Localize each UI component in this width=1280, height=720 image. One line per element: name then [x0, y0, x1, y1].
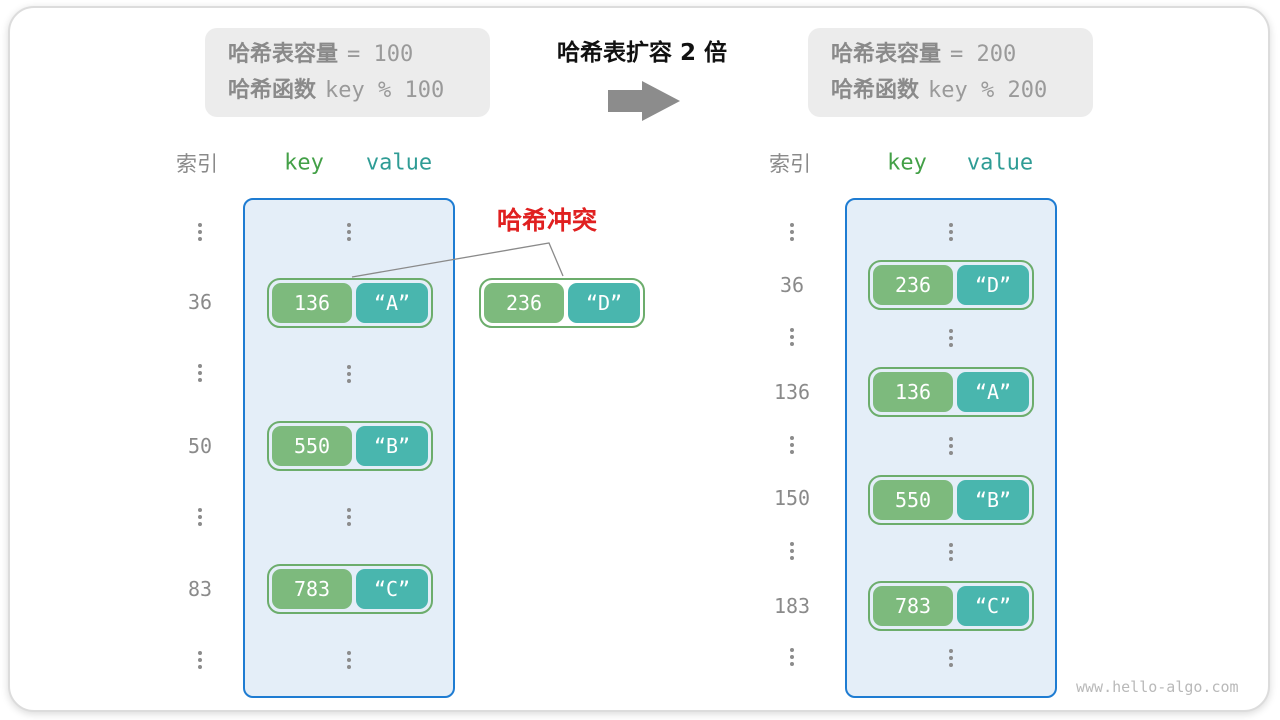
value-cell: “B” — [957, 480, 1029, 520]
key-cell: 783 — [272, 569, 352, 609]
kv-pair: 783 “C” — [267, 564, 433, 614]
hash-fn-value: key % 100 — [325, 78, 445, 103]
ellipsis-icon — [347, 223, 351, 241]
kv-pair: 136 “A” — [267, 278, 433, 328]
kv-pair: 550 “B” — [868, 475, 1034, 525]
index-label: 183 — [773, 594, 811, 618]
index-column-header-left: 索引 — [176, 152, 218, 176]
watermark: www.hello-algo.com — [1076, 678, 1239, 696]
index-label: 83 — [187, 577, 213, 601]
ellipsis-icon — [949, 329, 953, 347]
value-column-header-right: value — [966, 150, 1034, 176]
ellipsis-icon — [790, 328, 794, 346]
key-column-header-right: key — [887, 150, 927, 176]
kv-pair: 136 “A” — [868, 367, 1034, 417]
hash-fn-value: key % 200 — [928, 78, 1048, 103]
diagram-card — [8, 6, 1270, 712]
capacity-line: 哈希表容量 = 200 — [831, 37, 1093, 73]
ellipsis-icon — [198, 651, 202, 669]
expand-title: 哈希表扩容 2 倍 — [556, 40, 728, 66]
key-cell: 136 — [272, 283, 352, 323]
ellipsis-icon — [949, 223, 953, 241]
key-cell: 136 — [873, 372, 953, 412]
index-column-header-right: 索引 — [769, 152, 811, 176]
ellipsis-icon — [949, 649, 953, 667]
kv-pair: 783 “C” — [868, 581, 1034, 631]
value-cell: “A” — [356, 283, 428, 323]
capacity-value: = 200 — [950, 42, 1017, 67]
expand-arrow-icon — [608, 81, 680, 121]
key-cell: 783 — [873, 586, 953, 626]
ellipsis-icon — [347, 651, 351, 669]
ellipsis-icon — [790, 436, 794, 454]
index-label: 36 — [779, 273, 805, 297]
capacity-value: = 100 — [347, 42, 414, 67]
kv-pair: 550 “B” — [267, 421, 433, 471]
value-cell: “A” — [957, 372, 1029, 412]
ellipsis-icon — [198, 364, 202, 382]
key-cell: 236 — [484, 283, 564, 323]
index-label: 36 — [187, 290, 213, 314]
ellipsis-icon — [790, 542, 794, 560]
hash-fn-line: 哈希函数 key % 200 — [831, 73, 1093, 109]
arrow-body — [608, 90, 642, 112]
kv-pair: 236 “D” — [868, 260, 1034, 310]
hash-fn-label: 哈希函数 — [831, 78, 920, 103]
ellipsis-icon — [790, 648, 794, 666]
capacity-label: 哈希表容量 — [831, 42, 942, 67]
hash-fn-line: 哈希函数 key % 100 — [228, 73, 490, 109]
ellipsis-icon — [949, 437, 953, 455]
index-label: 136 — [773, 380, 811, 404]
capacity-info-left: 哈希表容量 = 100 哈希函数 key % 100 — [205, 28, 490, 117]
capacity-label: 哈希表容量 — [228, 42, 339, 67]
value-cell: “C” — [957, 586, 1029, 626]
index-label: 150 — [773, 486, 811, 510]
ellipsis-icon — [347, 508, 351, 526]
index-label: 50 — [187, 434, 213, 458]
arrow-head — [642, 81, 680, 121]
value-cell: “D” — [568, 283, 640, 323]
capacity-line: 哈希表容量 = 100 — [228, 37, 490, 73]
ellipsis-icon — [790, 223, 794, 241]
kv-pair-colliding: 236 “D” — [479, 278, 645, 328]
value-cell: “C” — [356, 569, 428, 609]
ellipsis-icon — [949, 543, 953, 561]
key-column-header-left: key — [284, 150, 324, 176]
key-cell: 550 — [873, 480, 953, 520]
value-column-header-left: value — [365, 150, 433, 176]
ellipsis-icon — [198, 508, 202, 526]
value-cell: “B” — [356, 426, 428, 466]
collision-label: 哈希冲突 — [497, 206, 598, 235]
hash-fn-label: 哈希函数 — [228, 78, 317, 103]
key-cell: 550 — [272, 426, 352, 466]
value-cell: “D” — [957, 265, 1029, 305]
capacity-info-right: 哈希表容量 = 200 哈希函数 key % 200 — [808, 28, 1093, 117]
ellipsis-icon — [198, 223, 202, 241]
key-cell: 236 — [873, 265, 953, 305]
ellipsis-icon — [347, 365, 351, 383]
